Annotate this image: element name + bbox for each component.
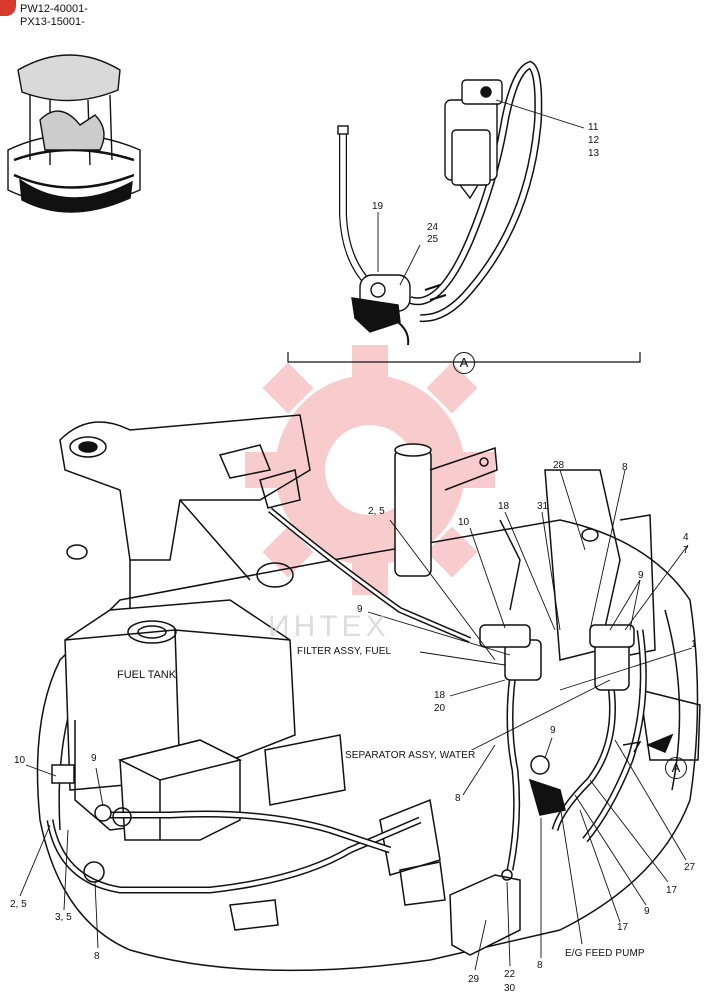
- machine-thumbnail: [7, 54, 141, 213]
- serial-range-1: PW12-40001-: [20, 3, 88, 15]
- callout-17-right: 17: [666, 885, 678, 896]
- callout-18-top: 18: [498, 501, 510, 512]
- view-marker-top: A: [453, 352, 475, 374]
- callout-8-top: 8: [622, 462, 628, 473]
- watermark-text: ИНТЕХ: [268, 610, 390, 643]
- callout-3-5: 3, 5: [55, 912, 72, 923]
- callout-22: 22: [504, 969, 516, 980]
- callout-27: 27: [684, 862, 696, 873]
- callout-9-pump: 9: [550, 725, 556, 736]
- serial-range-2: PX13-15001-: [20, 16, 85, 28]
- callout-9-bottom: 9: [644, 906, 650, 917]
- callout-29: 29: [468, 974, 480, 985]
- callout-30: 30: [504, 983, 516, 994]
- main-assembly: [36, 414, 701, 972]
- callout-9-left: 9: [91, 753, 97, 764]
- label-feed-pump: E/G FEED PUMP: [565, 948, 645, 959]
- callout-10-top: 10: [458, 517, 470, 528]
- callout-4: 4: [683, 532, 689, 543]
- callout-9-mid: 9: [357, 604, 363, 615]
- callout-25: 25: [427, 234, 439, 245]
- callout-28: 28: [553, 460, 565, 471]
- callout-20: 20: [434, 703, 446, 714]
- callout-10-left: 10: [14, 755, 26, 766]
- view-marker-arrow: A: [665, 757, 687, 779]
- callout-2-5-left: 2, 5: [10, 899, 27, 910]
- callout-11: 11: [588, 122, 599, 133]
- callout-13: 13: [588, 148, 600, 159]
- label-separator-assy: SEPARATOR ASSY, WATER: [345, 750, 476, 762]
- callout-17-bottom: 17: [617, 922, 629, 933]
- corner-badge: [0, 0, 16, 16]
- detail-view-a: [287, 60, 641, 363]
- callout-31: 31: [537, 501, 549, 512]
- label-fuel-tank: FUEL TANK: [117, 669, 177, 681]
- callout-8-mid: 8: [455, 793, 461, 804]
- callout-24: 24: [427, 222, 439, 233]
- label-filter-assy: FILTER ASSY, FUEL: [297, 646, 392, 658]
- callout-1: 1: [691, 639, 697, 650]
- callout-18-mid: 18: [434, 690, 446, 701]
- callout-2-5-top: 2, 5: [368, 506, 385, 517]
- callout-7: 7: [683, 545, 689, 556]
- callout-19: 19: [372, 201, 384, 212]
- watermark-gear-icon: [245, 345, 495, 595]
- callout-8-left: 8: [94, 951, 100, 962]
- callout-9-right: 9: [638, 570, 644, 581]
- callout-12: 12: [588, 135, 600, 146]
- callout-8-bottom: 8: [537, 960, 543, 971]
- leader-lines: [19, 99, 693, 971]
